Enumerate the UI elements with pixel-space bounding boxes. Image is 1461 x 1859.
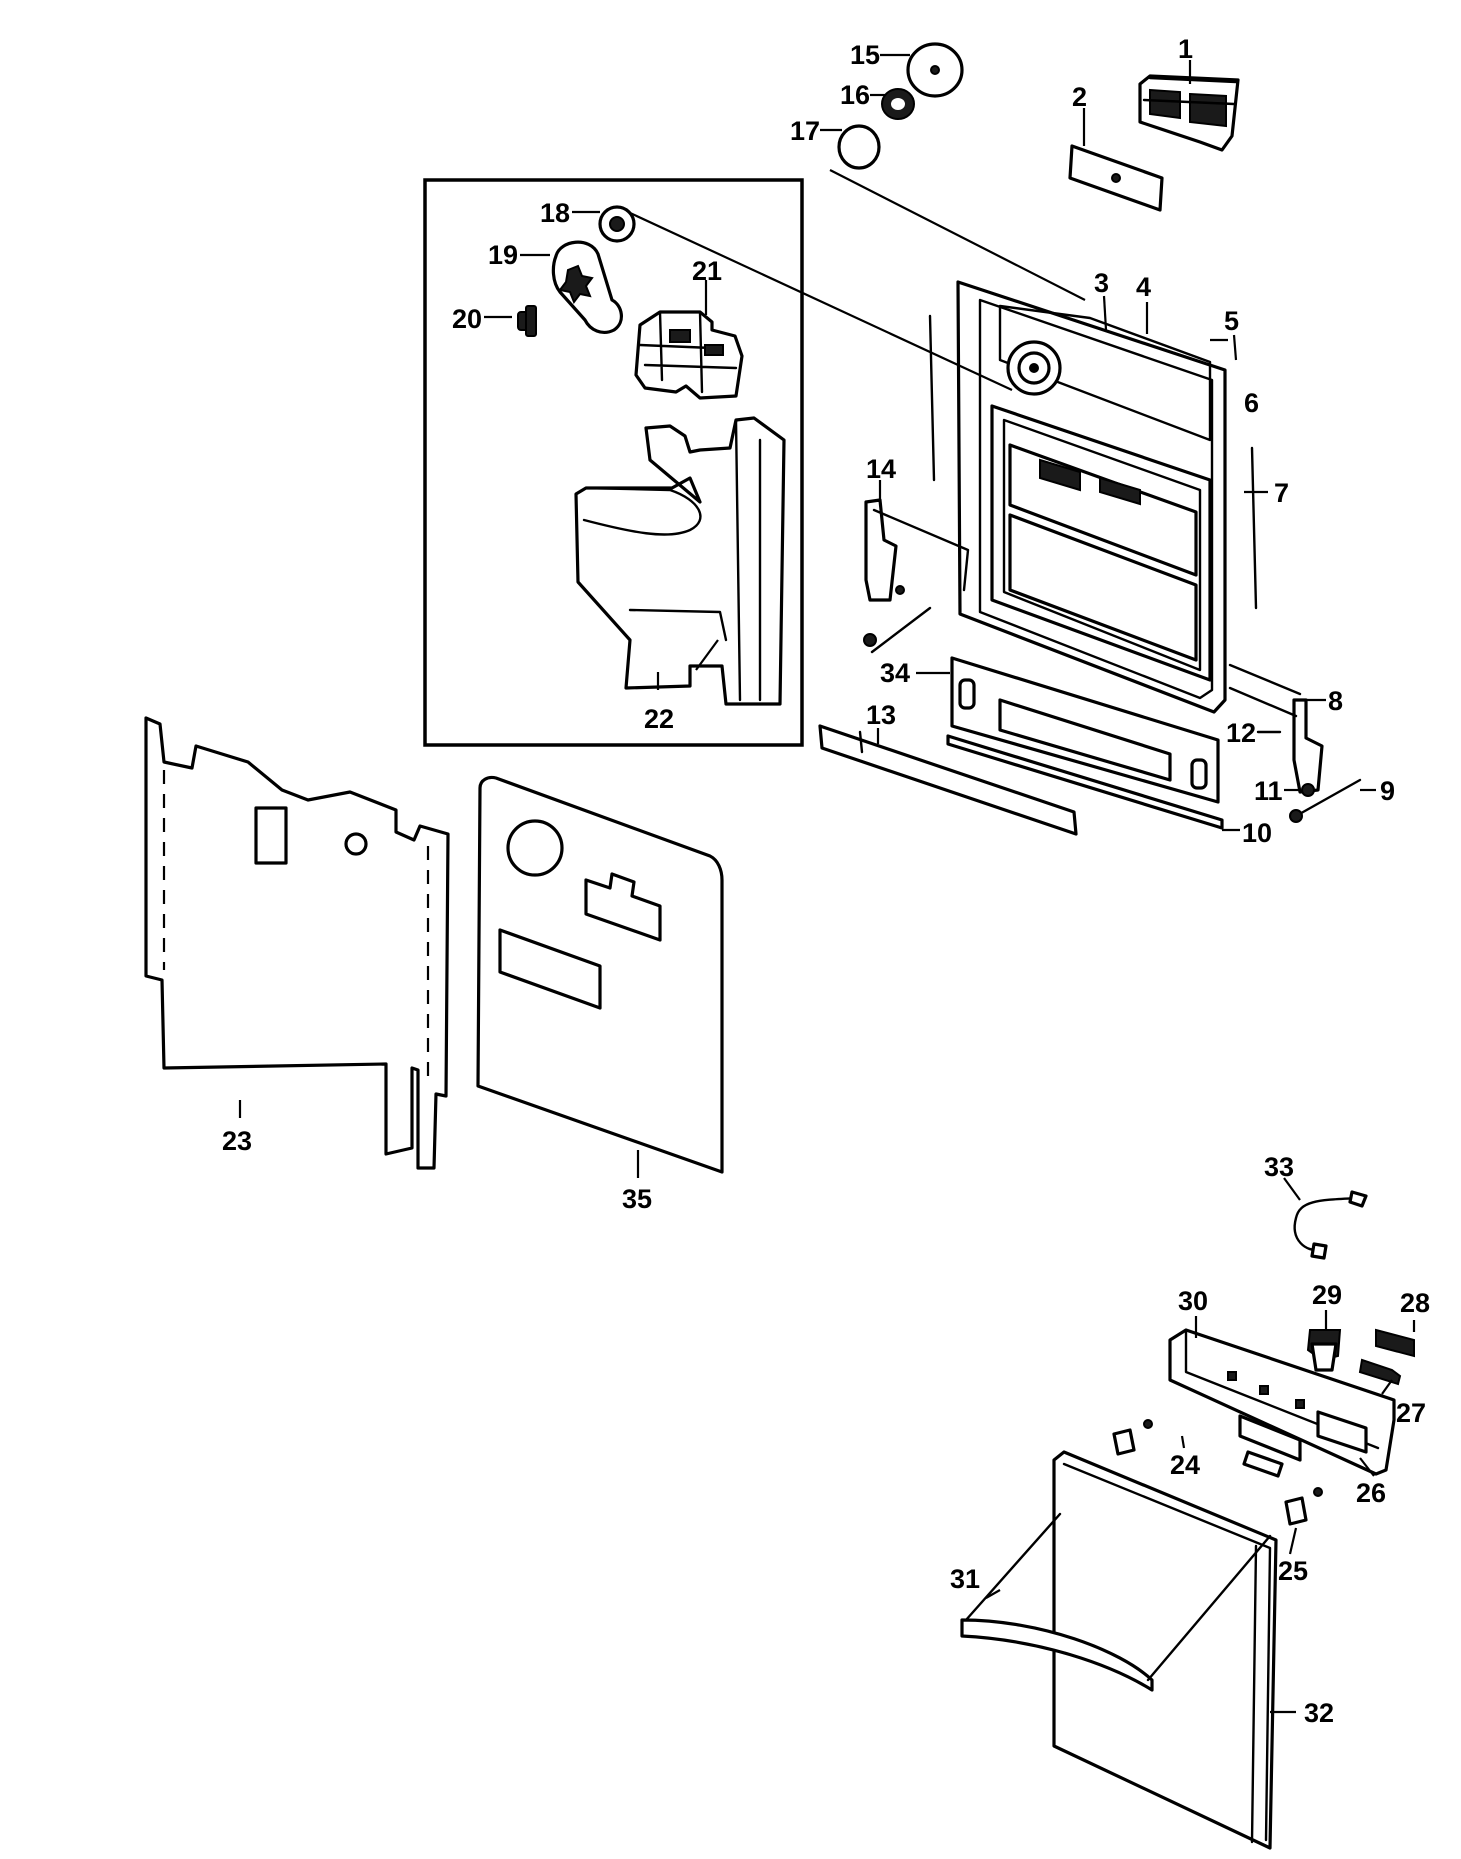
callout-8: 8	[1328, 686, 1343, 716]
callout-28: 28	[1400, 1288, 1430, 1318]
leader-lines	[238, 53, 1416, 1714]
main-inner-door	[956, 280, 1227, 714]
callout-29: 29	[1312, 1280, 1342, 1310]
part-25-clip-right	[1284, 1496, 1308, 1526]
part-27-connector	[1358, 1358, 1402, 1386]
callout-11: 11	[1254, 776, 1283, 806]
callout-25: 25	[1278, 1556, 1308, 1586]
part-14-hinge	[864, 498, 970, 602]
part-7-rod	[1250, 446, 1258, 610]
part-9-spring	[1289, 778, 1362, 823]
callout-15: 15	[850, 40, 880, 70]
callout-32: 32	[1304, 1698, 1334, 1728]
callout-17: 17	[790, 116, 820, 146]
part-24-bracket	[1143, 1419, 1323, 1497]
part-23-insulation-panel	[144, 716, 450, 1170]
callout-2: 2	[1072, 82, 1087, 112]
part-8-hinge	[1228, 663, 1324, 794]
callout-1: 1	[1178, 34, 1193, 64]
callout-10: 10	[1242, 818, 1272, 848]
part-left-rod	[928, 314, 936, 482]
callout-16: 16	[840, 80, 870, 110]
part-32-outer-door	[1052, 1450, 1278, 1850]
part-22-inner-panel	[574, 416, 786, 706]
part-11-pin	[1301, 783, 1315, 797]
callout-5: 5	[1224, 306, 1239, 336]
callout-19: 19	[488, 240, 518, 270]
part-13-bar	[818, 724, 1078, 836]
callout-20: 20	[452, 304, 482, 334]
part-19-cap	[551, 240, 623, 334]
callout-34: 34	[880, 658, 910, 688]
callout-24: 24	[1170, 1450, 1200, 1480]
part-28-vent	[1375, 1328, 1415, 1358]
callout-3: 3	[1094, 268, 1109, 298]
callout-22: 22	[644, 704, 674, 734]
callout-13: 13	[866, 700, 896, 730]
part-35-outer-panel	[476, 775, 724, 1174]
part-21-dispenser	[634, 310, 744, 400]
callout-35: 35	[622, 1184, 652, 1214]
callout-26: 26	[1356, 1478, 1386, 1508]
part-29-knob	[1306, 1329, 1342, 1372]
part-33-wire-harness	[1293, 1190, 1368, 1260]
part-2-bracket	[1068, 144, 1164, 212]
part-34-lower-panel	[950, 656, 1220, 804]
callout-labels: 1 2 3 4 5 6 7 8 9 10 11 12 13 14 15 16 1…	[222, 34, 1430, 1728]
part-1-control-module	[1138, 74, 1240, 152]
part-17-ring	[837, 124, 881, 170]
part-34-spring	[863, 606, 932, 654]
callout-33: 33	[1264, 1152, 1294, 1182]
callout-30: 30	[1178, 1286, 1208, 1316]
part-18-washer	[598, 205, 636, 243]
callout-6: 6	[1244, 388, 1259, 418]
part-16-gear	[881, 88, 915, 120]
part-31-handle	[960, 1512, 1272, 1692]
part-15-cap	[906, 42, 964, 98]
callout-31: 31	[950, 1564, 980, 1594]
part-10-strip	[946, 734, 1224, 830]
callout-12: 12	[1226, 718, 1256, 748]
callout-9: 9	[1380, 776, 1395, 806]
part-30-control-panel	[1168, 1328, 1396, 1476]
callout-14: 14	[866, 454, 896, 484]
inset-frame	[423, 178, 804, 747]
callout-21: 21	[692, 256, 722, 286]
callout-27: 27	[1396, 1398, 1426, 1428]
part-25-clip-left	[1112, 1428, 1136, 1456]
callout-18: 18	[540, 198, 570, 228]
part-20-screw	[517, 305, 537, 337]
callout-4: 4	[1136, 272, 1151, 302]
callout-7: 7	[1274, 478, 1289, 508]
callout-23: 23	[222, 1126, 252, 1156]
